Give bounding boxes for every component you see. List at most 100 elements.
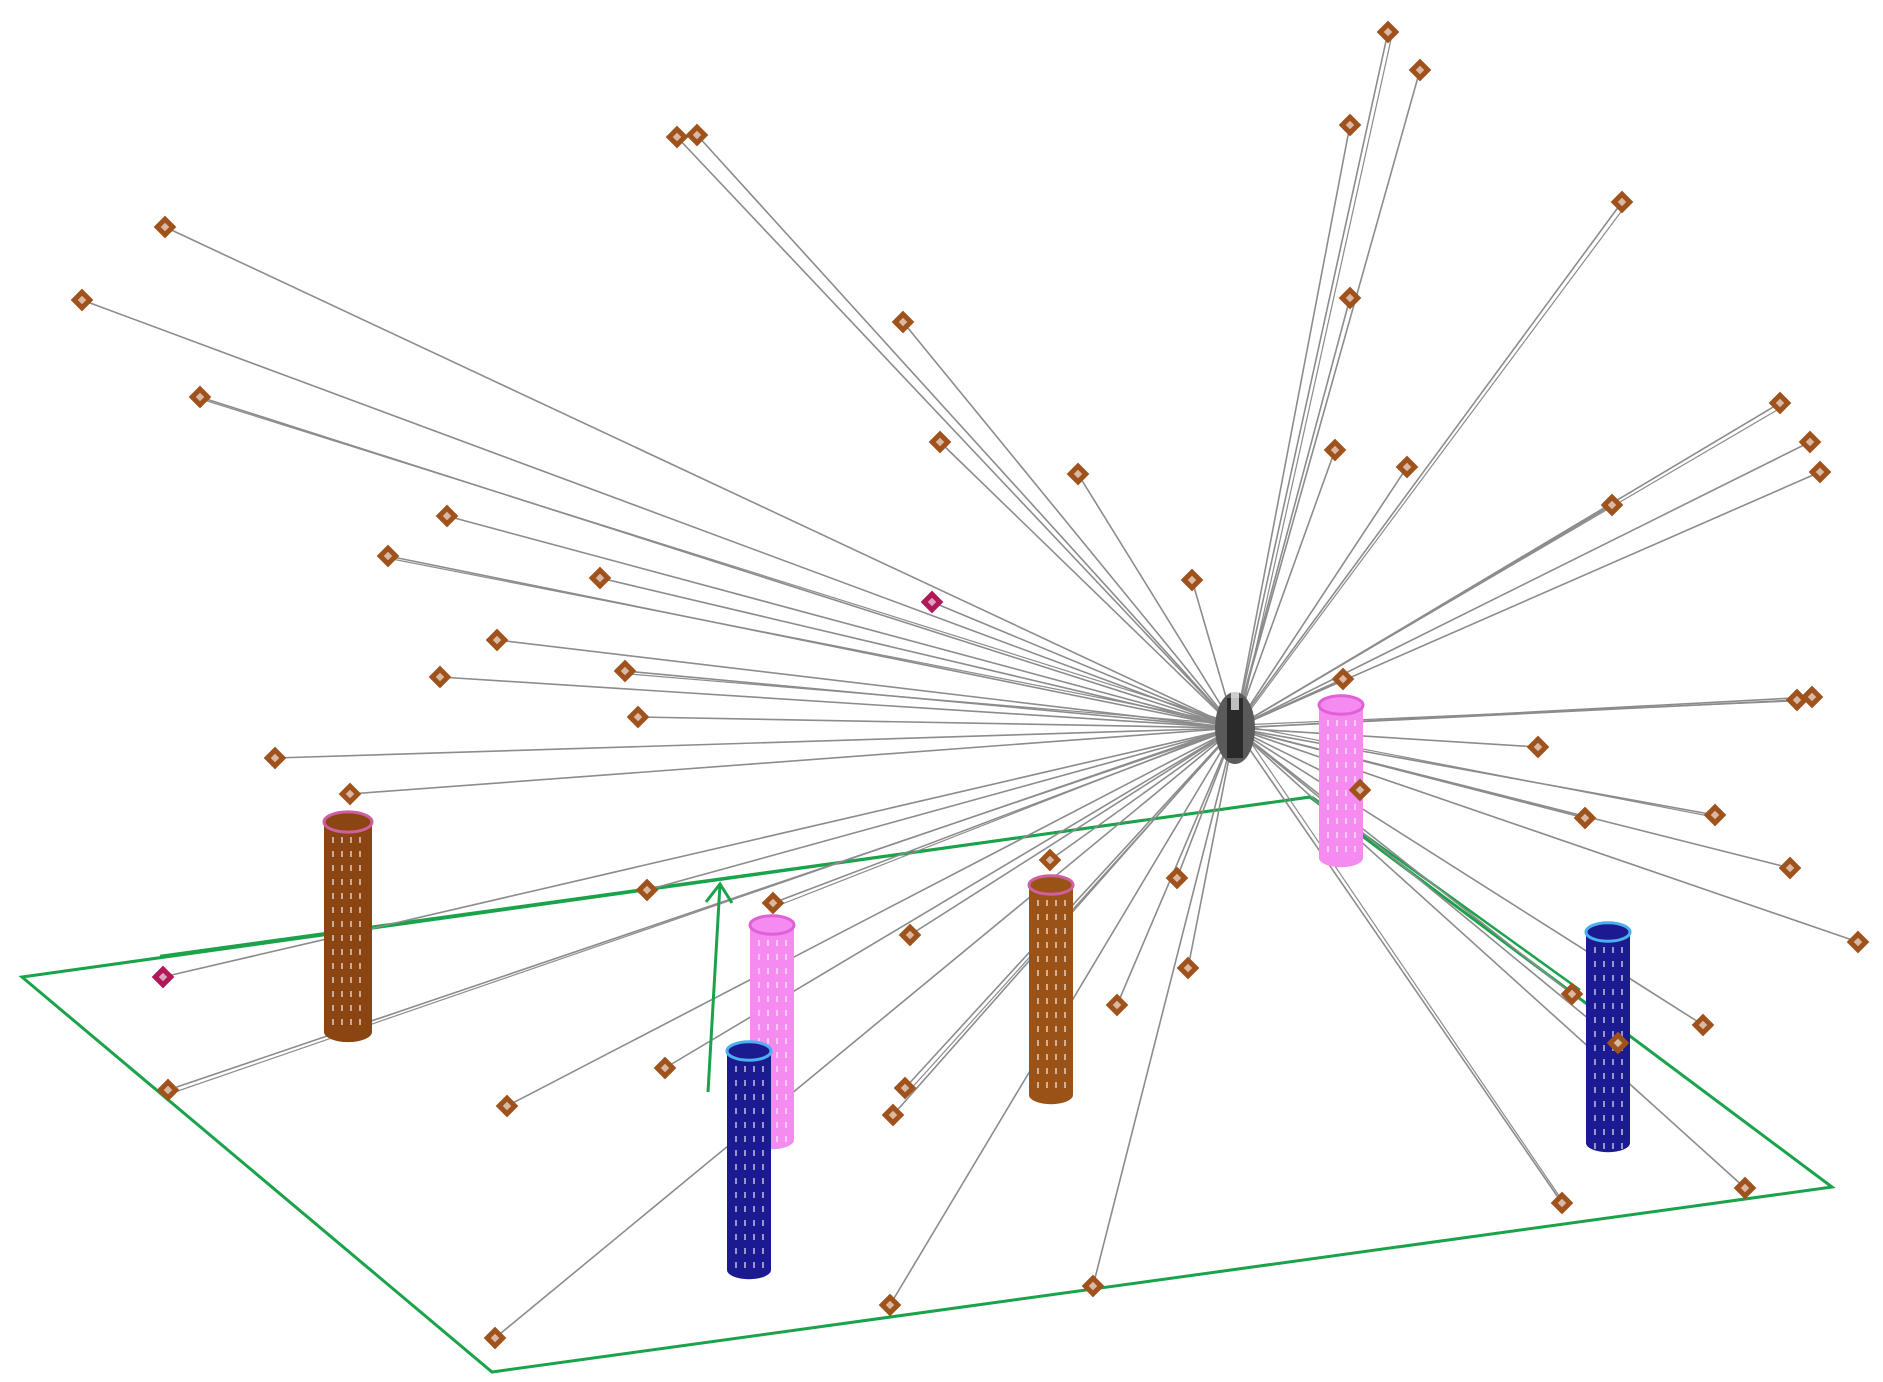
pillar-texture [1055,984,1057,990]
ray-path [1234,727,1704,1026]
pillar-texture [1055,942,1057,948]
pillar-texture [1046,1012,1048,1018]
square-marker-icon [1038,848,1062,872]
pillar-texture [785,1136,787,1142]
ray-path [599,577,1236,729]
pillar-texture [1055,928,1057,934]
axis-arrow [704,881,734,1093]
ray-path [1234,449,1336,729]
pillar-texture [762,1178,764,1184]
pillar-texture [1064,998,1066,1004]
square-marker-icon [435,504,459,528]
ray-path [1234,727,1716,816]
pillar-texture [735,1206,737,1212]
ray-path [909,727,1236,936]
ray-path [1187,727,1236,969]
square-marker-icon [1408,58,1432,82]
pillar-texture [332,977,334,983]
pillar-texture [359,977,361,983]
pillar-cap [748,914,796,936]
pillar-texture [744,1192,746,1198]
pillar-texture [785,1010,787,1016]
ray-path [446,515,1236,729]
pillar-texture [1046,914,1048,920]
ray-path [696,134,1236,729]
pillars [322,694,1632,1280]
square-marker-icon [1808,460,1832,484]
pillar-texture [735,1136,737,1142]
ground-plane [18,795,1836,1374]
pillar-texture [1046,1082,1048,1088]
pillar-texture [753,1178,755,1184]
pillar-texture [1046,900,1048,906]
pillar-texture [1603,975,1605,981]
pillar-texture [1046,984,1048,990]
pillar-texture [350,963,352,969]
pillar-body [324,822,372,1032]
ray-path [349,727,1236,795]
pillar-texture [762,1220,764,1226]
square-marker-icon [1176,956,1200,980]
pillar-texture [744,1248,746,1254]
pillar-texture [1037,998,1039,1004]
pillar-texture [1064,970,1066,976]
pillar-texture [332,837,334,843]
pillar-texture [1037,970,1039,976]
square-marker-icon [1180,568,1204,592]
pillar-texture [1336,818,1338,824]
pillar-texture [350,893,352,899]
pillar-texture [1354,720,1356,726]
pillar-texture [1345,804,1347,810]
pillar-texture [735,1220,737,1226]
pillar-texture [1594,1115,1596,1121]
pillar-texture [341,949,343,955]
pillar-texture [350,935,352,941]
pillar-texture [1603,1045,1605,1051]
pillar-texture [341,991,343,997]
square-marker-icon [588,566,612,590]
pillar-texture [1594,989,1596,995]
square-marker-icon [1703,803,1727,827]
ray-path [1077,473,1236,729]
square-marker-icon [1395,455,1419,479]
pillar-texture [776,1122,778,1128]
pillar-texture [1336,720,1338,726]
square-marker-icon [1526,735,1550,759]
ray-path [506,727,1236,1107]
ray-path [776,724,1240,907]
pillar-pink-right [1317,694,1365,868]
pillar-texture [758,1024,760,1030]
ray-path [439,676,1236,729]
ray-path [162,727,1236,978]
ray-path [1234,69,1421,729]
pillar-texture [1037,1068,1039,1074]
pillar-texture [1336,776,1338,782]
pillar-texture [762,1094,764,1100]
pillar-texture [350,921,352,927]
pillar-texture [1046,956,1048,962]
pillar-texture [758,982,760,988]
pillar-texture [753,1206,755,1212]
ray-path [902,321,1236,729]
ray-path [1234,31,1389,729]
pillar-texture [1327,734,1329,740]
pillar-texture [1046,970,1048,976]
pillar-texture [341,865,343,871]
pillar-texture [735,1150,737,1156]
ray-path [1234,124,1351,729]
up-arrow-icon [706,883,722,1093]
pillar-texture [776,1094,778,1100]
pillar-texture [350,837,352,843]
pillar-texture [341,907,343,913]
pillar-texture [1354,762,1356,768]
pillar-texture [785,968,787,974]
square-marker-icon [485,628,509,652]
square-marker-icon [1800,685,1824,709]
pillar-texture [753,1192,755,1198]
square-marker-icon [653,1056,677,1080]
pillar-texture [735,1080,737,1086]
square-marker-icon [70,288,94,312]
pillar-texture [762,1136,764,1142]
pillar-texture [735,1234,737,1240]
